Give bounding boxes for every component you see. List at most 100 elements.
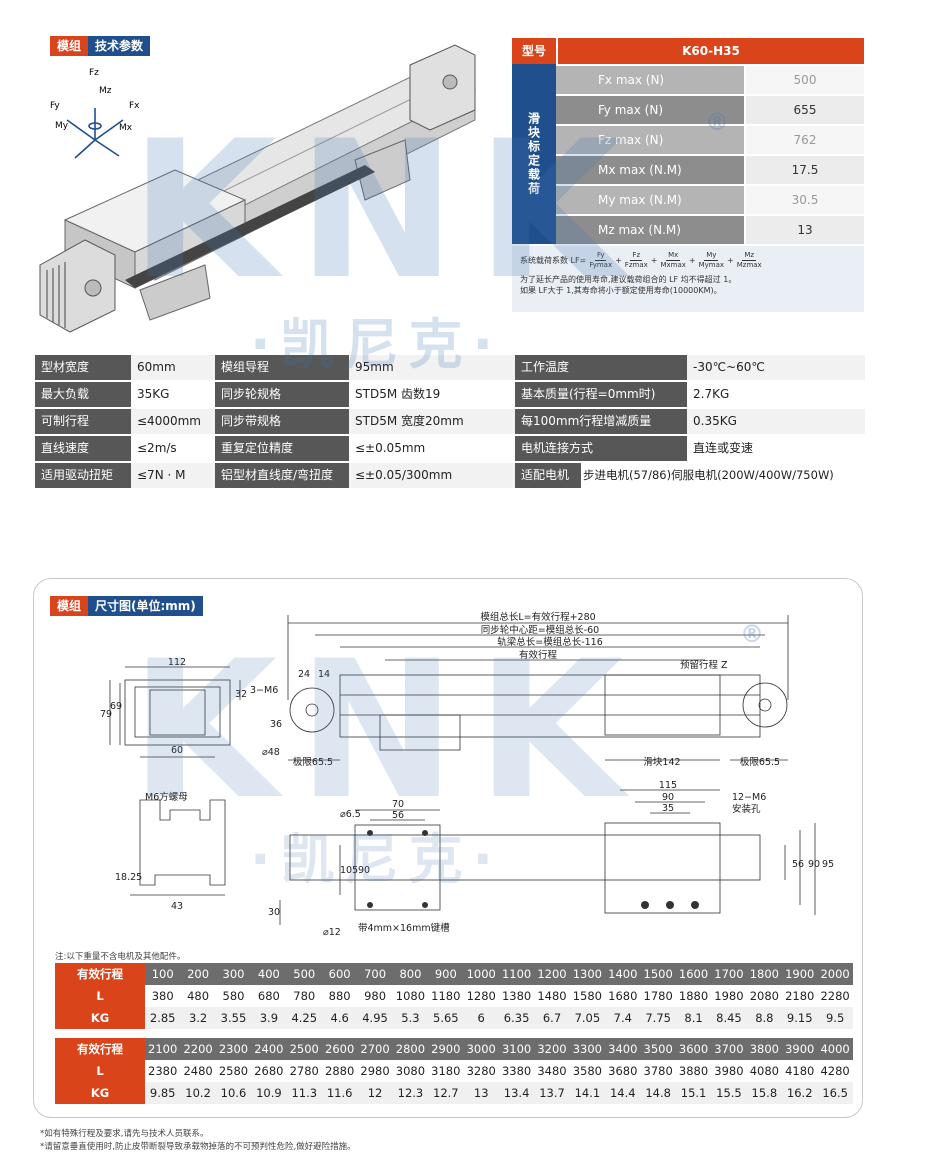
length-cell: 3080 — [392, 1060, 429, 1082]
tag-dimension-drawing: 尺寸图(单位:mm) — [88, 596, 203, 616]
dim-reserved-stroke: 预留行程 Z — [680, 659, 728, 671]
footnote-2: *请留意垂直使用时,防止皮带断裂导致承载物掉落的不可预判性危险,做好避险措施。 — [40, 1142, 356, 1152]
spec-label: 适配电机 — [515, 463, 581, 488]
stroke-cell: 2700 — [357, 1038, 393, 1060]
axes-icon — [66, 108, 124, 159]
weight-cell: 7.05 — [569, 1007, 606, 1029]
product-render: Fz Mz Fy Fx My Mx — [39, 44, 477, 333]
model-label: 型号 — [512, 38, 556, 64]
length-cell: 680 — [251, 985, 287, 1007]
stroke-cell: 2500 — [286, 1038, 322, 1060]
weight-cell: 5.3 — [392, 1007, 429, 1029]
length-cell: 2180 — [782, 985, 818, 1007]
dim-3m6: 3−M6 — [250, 685, 278, 696]
load-value: 17.5 — [744, 156, 864, 184]
stroke-cell: 200 — [180, 963, 216, 985]
load-name: My max (N.M) — [556, 186, 744, 214]
stroke-cell: 3100 — [498, 1038, 535, 1060]
dimension-frame — [33, 578, 863, 1118]
dim-43: 43 — [171, 901, 183, 912]
length-cell: 1380 — [498, 985, 535, 1007]
tag-tech-params: 技术参数 — [88, 36, 151, 56]
weight-cell: 15.1 — [675, 1082, 712, 1104]
stroke-cell: 3700 — [711, 1038, 747, 1060]
stroke-cell: 1100 — [498, 963, 535, 985]
weight-cell: 10.9 — [251, 1082, 287, 1104]
dim-total-length: 模组总长L=有效行程+280 — [480, 611, 595, 623]
stroke-cell: 2900 — [428, 1038, 464, 1060]
spec-label: 同步轮规格 — [215, 382, 349, 407]
load-table: 型号 K60-H35 滑块标定载荷 Fx max (N)500 Fy max (… — [512, 38, 864, 312]
specs-row: 直线速度 ≤2m/s 重复定位精度 ≤±0.05mm 电机连接方式 直连或变速 — [35, 436, 865, 463]
load-row: Fx max (N)500 — [556, 64, 864, 94]
specs-row: 适用驱动扭矩 ≤7N · M 铝型材直线度/弯扭度 ≤±0.05/300mm 适… — [35, 463, 865, 490]
weight-cell: 16.5 — [817, 1082, 853, 1104]
length-cell: 480 — [180, 985, 216, 1007]
stroke-cell: 2100 — [145, 1038, 181, 1060]
stroke-cell: 3800 — [746, 1038, 783, 1060]
load-name: Fx max (N) — [556, 66, 744, 94]
length-cell: 980 — [357, 985, 393, 1007]
length-cell: 780 — [286, 985, 322, 1007]
weight-cell: 4.95 — [357, 1007, 393, 1029]
weight-label: KG — [55, 1007, 145, 1029]
section-tag-specs: 模组 技术参数 — [50, 36, 151, 56]
load-row: Fy max (N)655 — [556, 94, 864, 124]
spec-value: ≤7N · M — [131, 463, 215, 488]
weight-cell: 3.55 — [215, 1007, 252, 1029]
dim-90c: 90 — [808, 859, 820, 870]
specs-row: 可制行程 ≤4000mm 同步带规格 STD5M 宽度20mm 每100mm行程… — [35, 409, 865, 436]
weight-cell: 3.9 — [251, 1007, 287, 1029]
footnote-1: *如有特殊行程及要求,请先与技术人员联系。 — [40, 1129, 209, 1139]
dim-112: 112 — [168, 657, 186, 668]
dim-95: 95 — [822, 859, 834, 870]
spec-label: 适用驱动扭矩 — [35, 463, 131, 488]
spec-label: 直线速度 — [35, 436, 131, 461]
dim-60: 60 — [171, 745, 183, 756]
stroke-cell: 2600 — [321, 1038, 358, 1060]
spec-label: 电机连接方式 — [515, 436, 687, 461]
load-row: Mz max (N.M)13 — [556, 214, 864, 244]
length-cell: 2880 — [321, 1060, 358, 1082]
weight-cell: 2.85 — [145, 1007, 181, 1029]
weight-cell: 12.7 — [428, 1082, 464, 1104]
spec-label: 同步带规格 — [215, 409, 349, 434]
dim-12m6: 12−M6 — [732, 792, 766, 803]
length-cell: 2380 — [145, 1060, 181, 1082]
stroke-cell: 3400 — [605, 1038, 641, 1060]
dim-pulley-center: 同步轮中心距=模组总长-60 — [481, 624, 599, 636]
length-cell: 380 — [145, 985, 181, 1007]
spec-value: 95mm — [349, 355, 515, 380]
load-name: Mz max (N.M) — [556, 216, 744, 244]
axis-fx: Fx — [129, 101, 140, 111]
dim-phi12: ⌀12 — [323, 927, 341, 938]
load-name: Mx max (N.M) — [556, 156, 744, 184]
stroke-cell: 1800 — [746, 963, 783, 985]
stroke-cell: 100 — [145, 963, 181, 985]
length-cell: 3380 — [498, 1060, 535, 1082]
dim-18-25: 18.25 — [115, 872, 142, 883]
length-label: L — [55, 1060, 145, 1082]
stroke-cell: 1600 — [675, 963, 712, 985]
dim-105: 105 — [340, 865, 358, 876]
dim-limit-right: 极限65.5 — [740, 756, 780, 768]
weight-cell: 8.1 — [675, 1007, 712, 1029]
load-row: Mx max (N.M)17.5 — [556, 154, 864, 184]
weight-cell: 14.1 — [569, 1082, 606, 1104]
dim-slider: 滑块142 — [643, 756, 680, 768]
axis-mz: Mz — [99, 86, 112, 96]
model-value: K60-H35 — [556, 38, 864, 64]
specs-row: 最大负载 35KG 同步轮规格 STD5M 齿数19 基本质量(行程=0mm时)… — [35, 382, 865, 409]
rated-load-label: 滑块标定载荷 — [512, 64, 556, 244]
weight-cell: 14.4 — [605, 1082, 641, 1104]
length-cell: 3980 — [711, 1060, 747, 1082]
weight-cell: 9.5 — [817, 1007, 853, 1029]
length-cell: 2780 — [286, 1060, 322, 1082]
length-cell: 3780 — [640, 1060, 676, 1082]
stroke-cell: 1300 — [569, 963, 606, 985]
length-cell: 580 — [215, 985, 252, 1007]
dim-90b: 90 — [662, 792, 674, 803]
weight-cell: 12 — [357, 1082, 393, 1104]
weight-cell: 8.8 — [746, 1007, 783, 1029]
